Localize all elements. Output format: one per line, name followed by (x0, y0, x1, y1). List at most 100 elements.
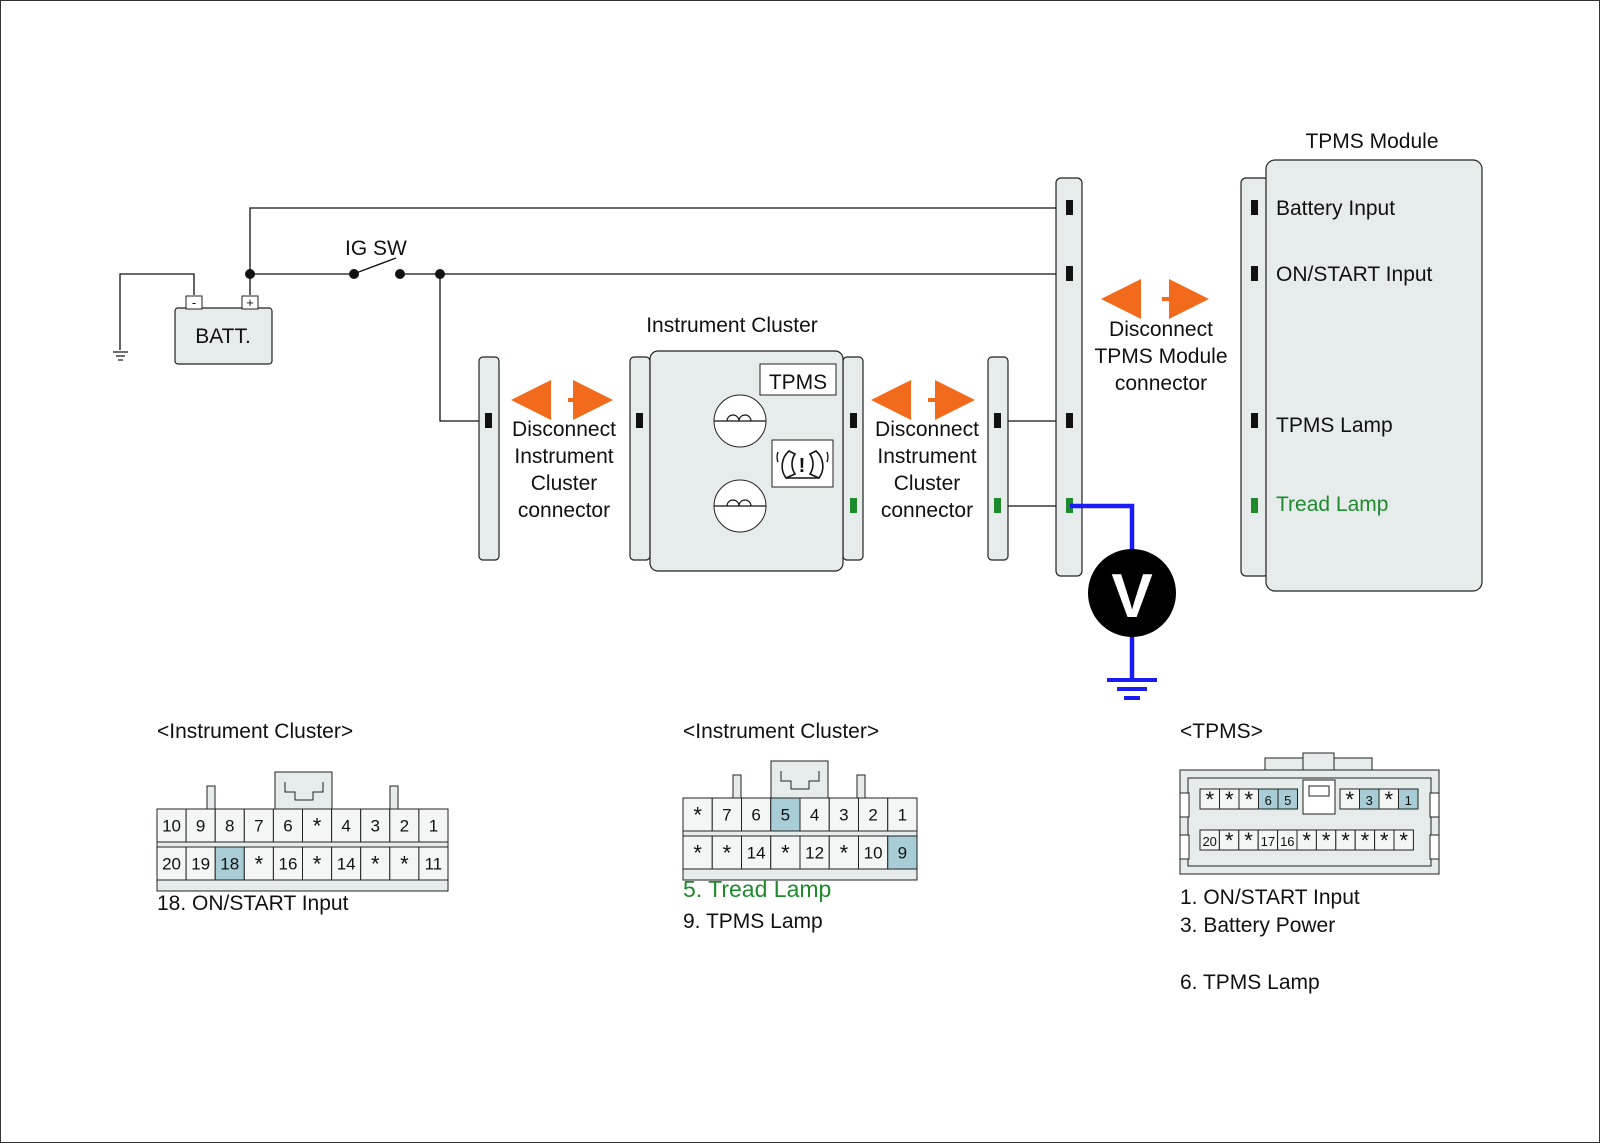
connector-pin-number: 6 (283, 817, 292, 836)
connector-pin (828, 835, 859, 870)
connector-pin-number: 12 (805, 844, 824, 863)
connector-pin (770, 835, 801, 870)
connector-pin (185, 846, 216, 881)
connector-pin-number: * (313, 814, 322, 839)
connector-pin-number: * (1244, 787, 1253, 812)
tpms-module: Battery Input ON/START Input TPMS Lamp T… (1240, 159, 1483, 592)
connector-pin (360, 808, 391, 843)
connector-pin-number: 16 (278, 855, 297, 874)
connector-pin-number: * (1322, 828, 1331, 853)
connector-pin-number: * (371, 852, 380, 877)
connector-pin (272, 846, 303, 881)
disconnect-tpms-text: Disconnect TPMS Module connector (1094, 318, 1227, 395)
connector-pin-number: * (1205, 787, 1214, 812)
disconnect-arrows (511, 279, 1209, 420)
connector-pin-number: * (693, 803, 702, 828)
connector-pin-number: 20 (162, 855, 181, 874)
svg-text:connector: connector (518, 499, 610, 522)
cluster-tpms-label: TPMS (769, 371, 827, 394)
tpms-warning-icon: ! (771, 439, 834, 488)
connector-pin (682, 797, 713, 832)
svg-text:TPMS Module: TPMS Module (1094, 345, 1227, 368)
junction-dot (245, 269, 255, 279)
svg-text:Disconnect: Disconnect (875, 418, 979, 441)
connector-pin-number: 3 (839, 806, 848, 825)
svg-text:Instrument: Instrument (877, 445, 976, 468)
connector-pin (389, 808, 420, 843)
svg-text:Cluster: Cluster (894, 472, 961, 495)
connector-pin (858, 797, 889, 832)
connector-pin-number: * (400, 852, 409, 877)
connector-pin-number: 9 (196, 817, 205, 836)
instrument-cluster: TPMS ! (629, 350, 864, 572)
ig-switch-label: IG SW (345, 237, 407, 260)
connector-tpms-title: <TPMS> (1180, 720, 1263, 743)
connector-pin-number: 2 (400, 817, 409, 836)
connector-pin (156, 846, 187, 881)
connector-b-title: <Instrument Cluster> (683, 720, 879, 743)
pin-label-battery-input: Battery Input (1276, 197, 1395, 220)
connector-pin (1277, 788, 1298, 810)
connector-pin (418, 846, 449, 881)
connector-pin (741, 797, 772, 832)
connector-pin-number: 5 (1284, 793, 1291, 808)
connector-pin (1393, 829, 1414, 851)
connector-a-title: <Instrument Cluster> (157, 720, 353, 743)
svg-text:Instrument: Instrument (514, 445, 613, 468)
connector-pin (302, 846, 333, 881)
connector-pin-number: 19 (191, 855, 210, 874)
connector-pin (156, 808, 187, 843)
tpms-lamp-bulb-icon (713, 394, 767, 448)
svg-text:connector: connector (1115, 372, 1207, 395)
connector-pin-number: * (693, 841, 702, 866)
connector-pin-number: 11 (425, 855, 443, 874)
connector-pin (682, 835, 713, 870)
connector-pin-number: 14 (337, 855, 356, 874)
instrument-cluster-title: Instrument Cluster (646, 314, 818, 337)
connector-pin (272, 808, 303, 843)
cluster-harness-connector-left (478, 356, 500, 561)
ig-switch-contact (349, 269, 359, 279)
connector-pin-number: 3 (1366, 793, 1373, 808)
connector-pin-number: 2 (868, 806, 877, 825)
connector-pin-number: 17 (1261, 834, 1275, 849)
battery-label: BATT. (195, 325, 251, 348)
connector-pin-number: 1 (1405, 793, 1412, 808)
svg-text:!: ! (799, 455, 806, 477)
voltmeter: V (1070, 503, 1176, 700)
connector-pin (418, 808, 449, 843)
connector-pin (331, 808, 362, 843)
connector-pin-number: 14 (747, 844, 766, 863)
connector-pin (214, 808, 245, 843)
connector-pin-number: * (313, 852, 322, 877)
tpms-harness-connector (1055, 177, 1083, 577)
svg-text:Disconnect: Disconnect (1109, 318, 1213, 341)
cluster-harness-connector-right (987, 356, 1009, 561)
connector-pin-number: * (723, 841, 732, 866)
ig-switch-contact (395, 269, 405, 279)
connector-b-note-tpms: 9. TPMS Lamp (683, 910, 823, 933)
connector-pin (799, 835, 830, 870)
voltmeter-label: V (1111, 562, 1152, 631)
pin-label-on-start-input: ON/START Input (1276, 263, 1433, 286)
connector-pin-number: 5 (781, 806, 790, 825)
connector-pin-number: 10 (162, 817, 181, 836)
connector-pin-number: 8 (225, 817, 234, 836)
connector-pin-number: * (1225, 787, 1234, 812)
tpms-module-title: TPMS Module (1305, 130, 1438, 153)
connector-pin-number: 20 (1202, 834, 1216, 849)
connector-pin-number: * (781, 841, 790, 866)
connector-pin-number: 16 (1280, 834, 1294, 849)
connector-pin-number: 7 (722, 806, 731, 825)
connector-pin-number: 6 (1265, 793, 1272, 808)
connector-pin-number: * (1341, 828, 1350, 853)
connector-pin-number: * (1361, 828, 1370, 853)
connector-pin-number: 7 (254, 817, 263, 836)
tread-lamp-bulb-icon (713, 479, 767, 533)
connector-a-note: 18. ON/START Input (157, 892, 349, 915)
